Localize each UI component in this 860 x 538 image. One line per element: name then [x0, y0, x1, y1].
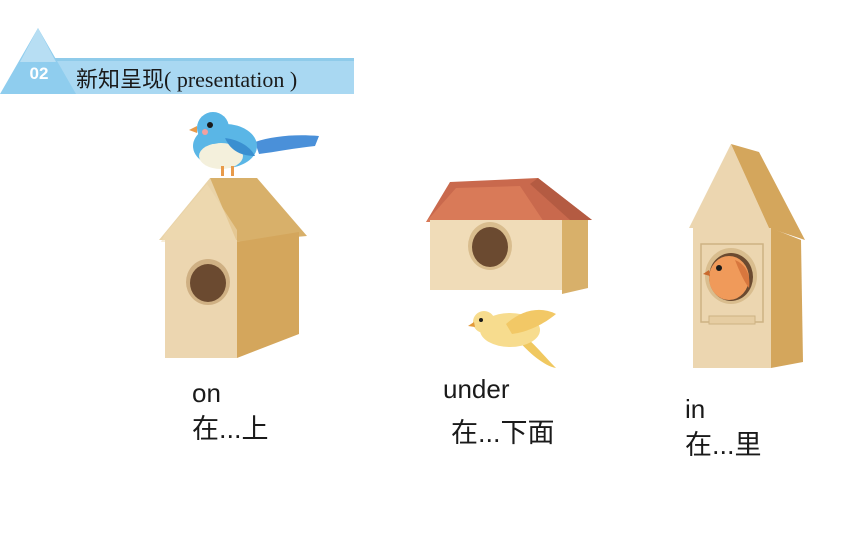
- section-title-en: ( presentation ): [164, 67, 298, 92]
- section-title: 新知呈现( presentation ): [76, 62, 297, 94]
- meaning-on: 在...上: [192, 414, 269, 444]
- meaning-under: 在...下面: [451, 418, 555, 448]
- yellow-bird-icon: [468, 309, 556, 368]
- section-header-badge: [0, 28, 354, 94]
- orange-bird-icon: [703, 256, 750, 300]
- word-in: in: [685, 394, 706, 424]
- birdhouse-on-illustration: [159, 112, 319, 358]
- blue-bird-icon: [189, 112, 319, 176]
- section-number: 02: [29, 64, 49, 83]
- birdhouse-in-illustration: [689, 144, 805, 368]
- section-title-cn: 新知呈现: [76, 67, 165, 92]
- word-on: on: [192, 378, 221, 408]
- word-under: under: [443, 374, 510, 404]
- birdhouse-under-illustration: [426, 178, 592, 368]
- meaning-in: 在...里: [685, 430, 762, 460]
